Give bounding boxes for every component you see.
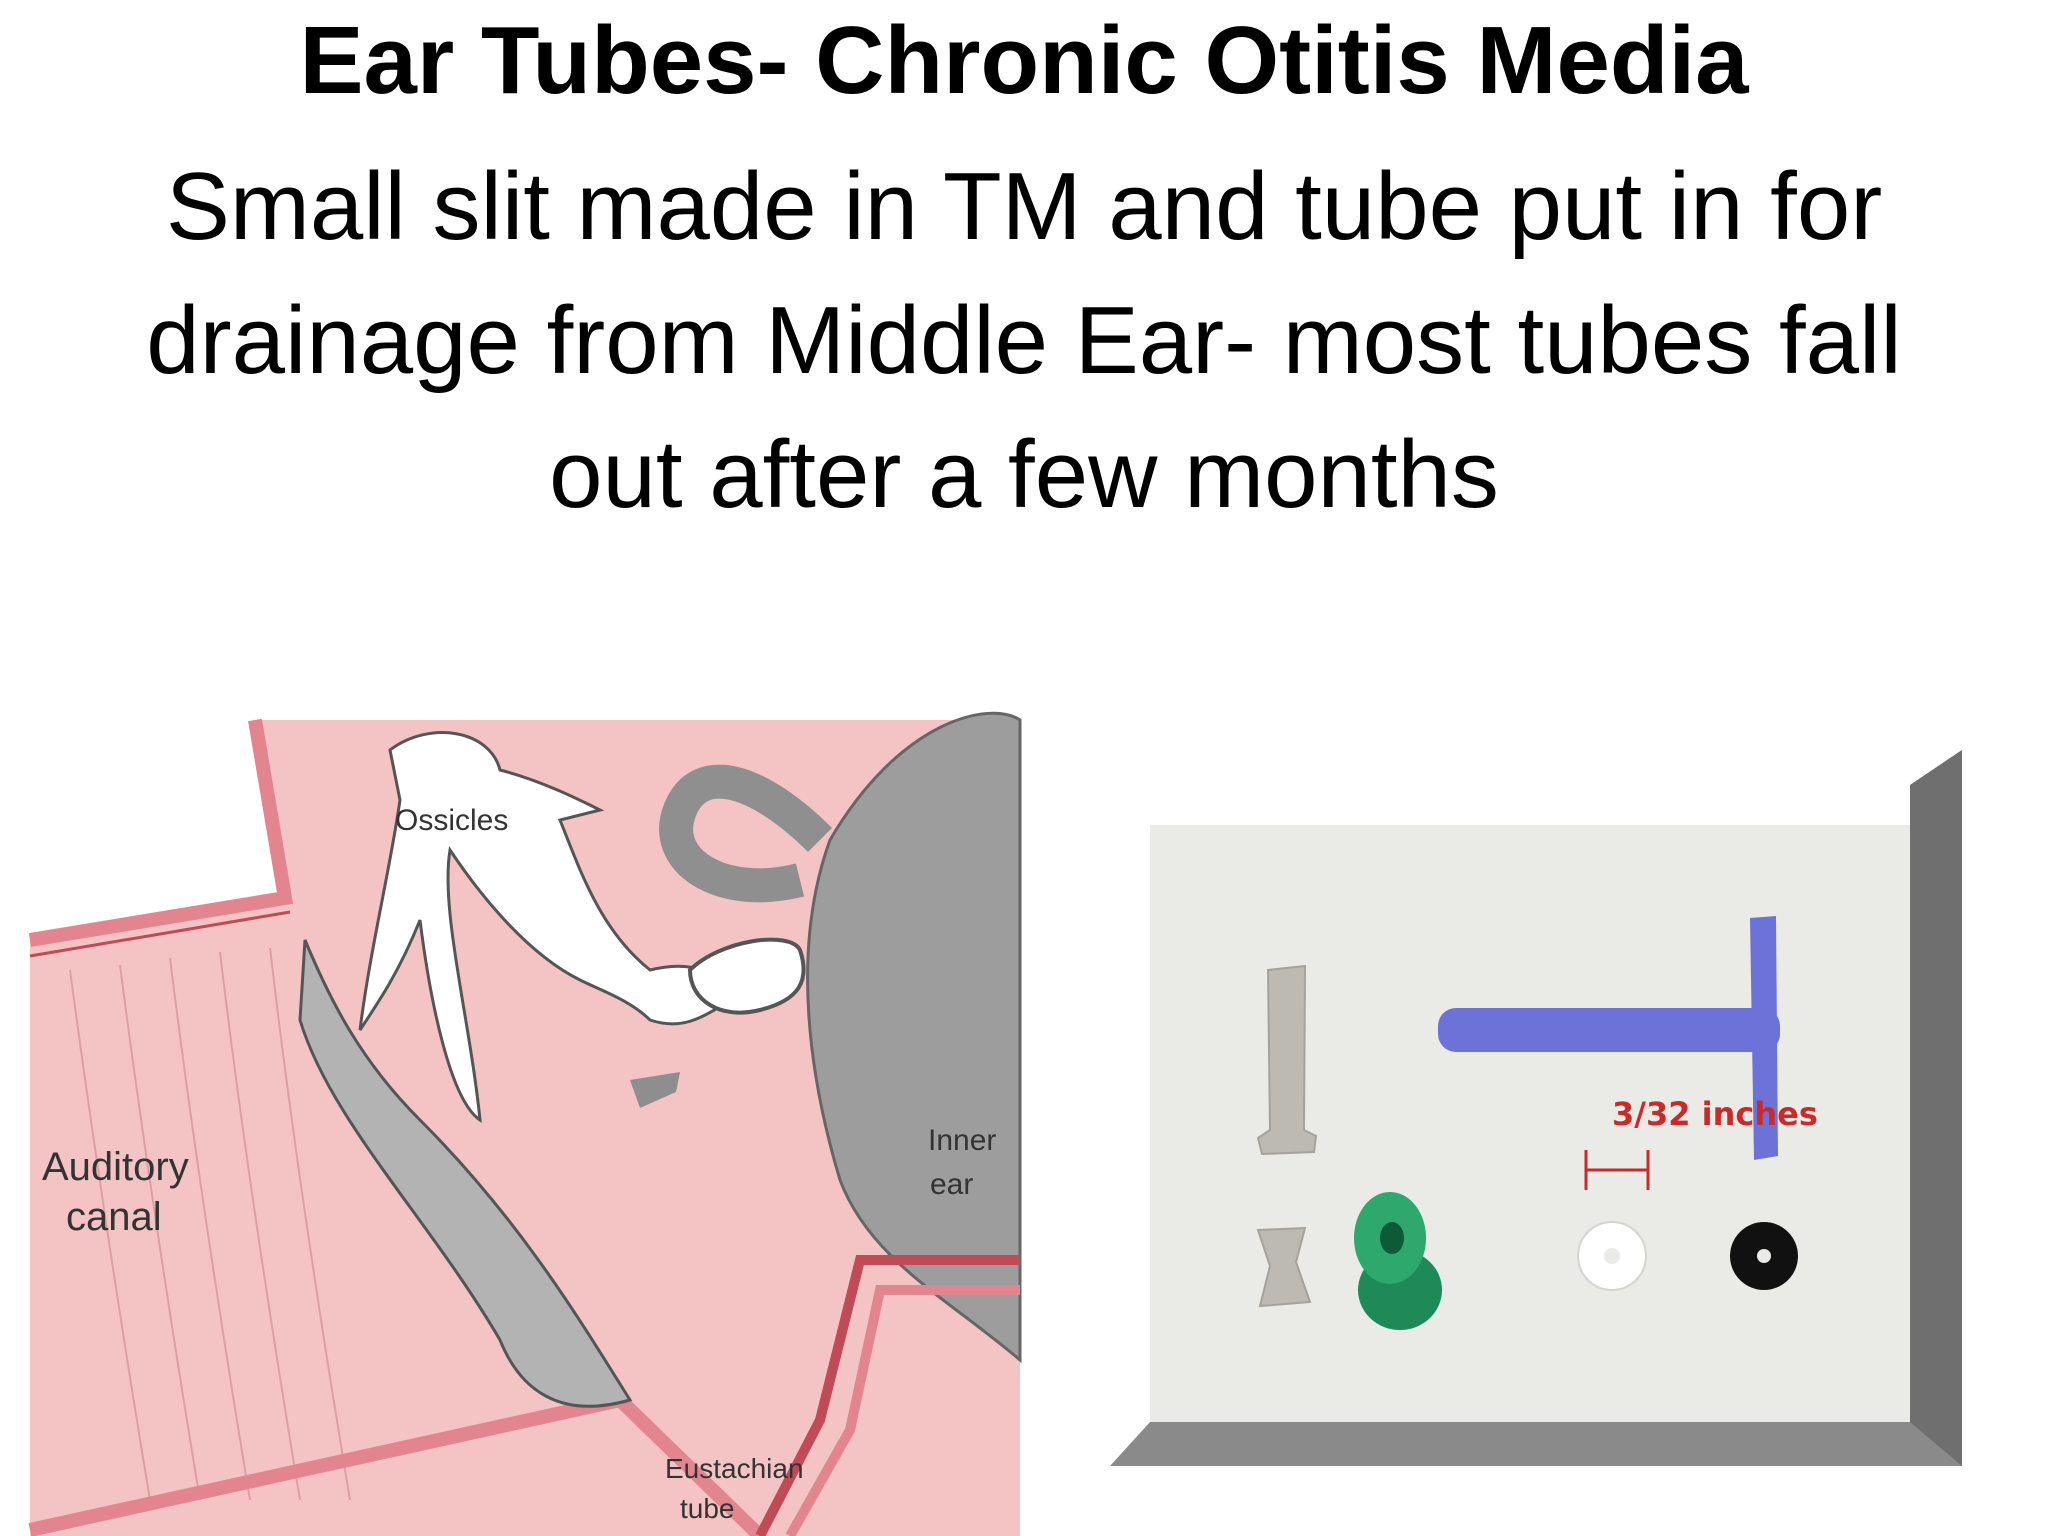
canal-upper-wall	[28, 718, 294, 947]
label-ossicles: Ossicles	[395, 804, 508, 837]
label-auditory-canal-2: canal	[66, 1195, 162, 1239]
ossicles-shape	[358, 731, 732, 1124]
label-eustachian-2: tube	[680, 1493, 735, 1524]
ear-anatomy-diagram: Ossicles Auditory canal Inner ear Eustac…	[28, 711, 1022, 1536]
ear-tube-in-membrane	[630, 1072, 680, 1108]
slide-title: Ear Tubes- Chronic Otitis Media	[299, 7, 1749, 114]
measurement-marker	[1584, 1150, 1650, 1190]
grey-tube-long	[1256, 964, 1318, 1156]
tissue-region	[30, 720, 1020, 1536]
label-inner-ear-1: Inner	[928, 1124, 996, 1157]
canal-striations	[69, 947, 351, 1501]
blue-t-tube-stem	[1438, 1008, 1780, 1052]
tympanic-membrane	[298, 939, 633, 1408]
slide-body-text: Small slit made in TM and tube put in fo…	[146, 153, 1902, 528]
ear-tubes-photo: 3/32 inches	[1110, 750, 1962, 1466]
blue-t-tube-bar	[1750, 916, 1778, 1160]
measurement-label: 3/32 inches	[1612, 1095, 1818, 1133]
eustachian-tube-channel	[755, 1255, 1020, 1536]
grey-tube-short	[1256, 1226, 1312, 1308]
semicircular-canal	[659, 764, 833, 903]
inner-ear-region	[806, 711, 1022, 1364]
label-auditory-canal-1: Auditory	[42, 1145, 189, 1189]
label-inner-ear-2: ear	[930, 1168, 973, 1201]
label-eustachian-1: Eustachian	[665, 1453, 804, 1484]
stapes	[687, 937, 806, 1015]
